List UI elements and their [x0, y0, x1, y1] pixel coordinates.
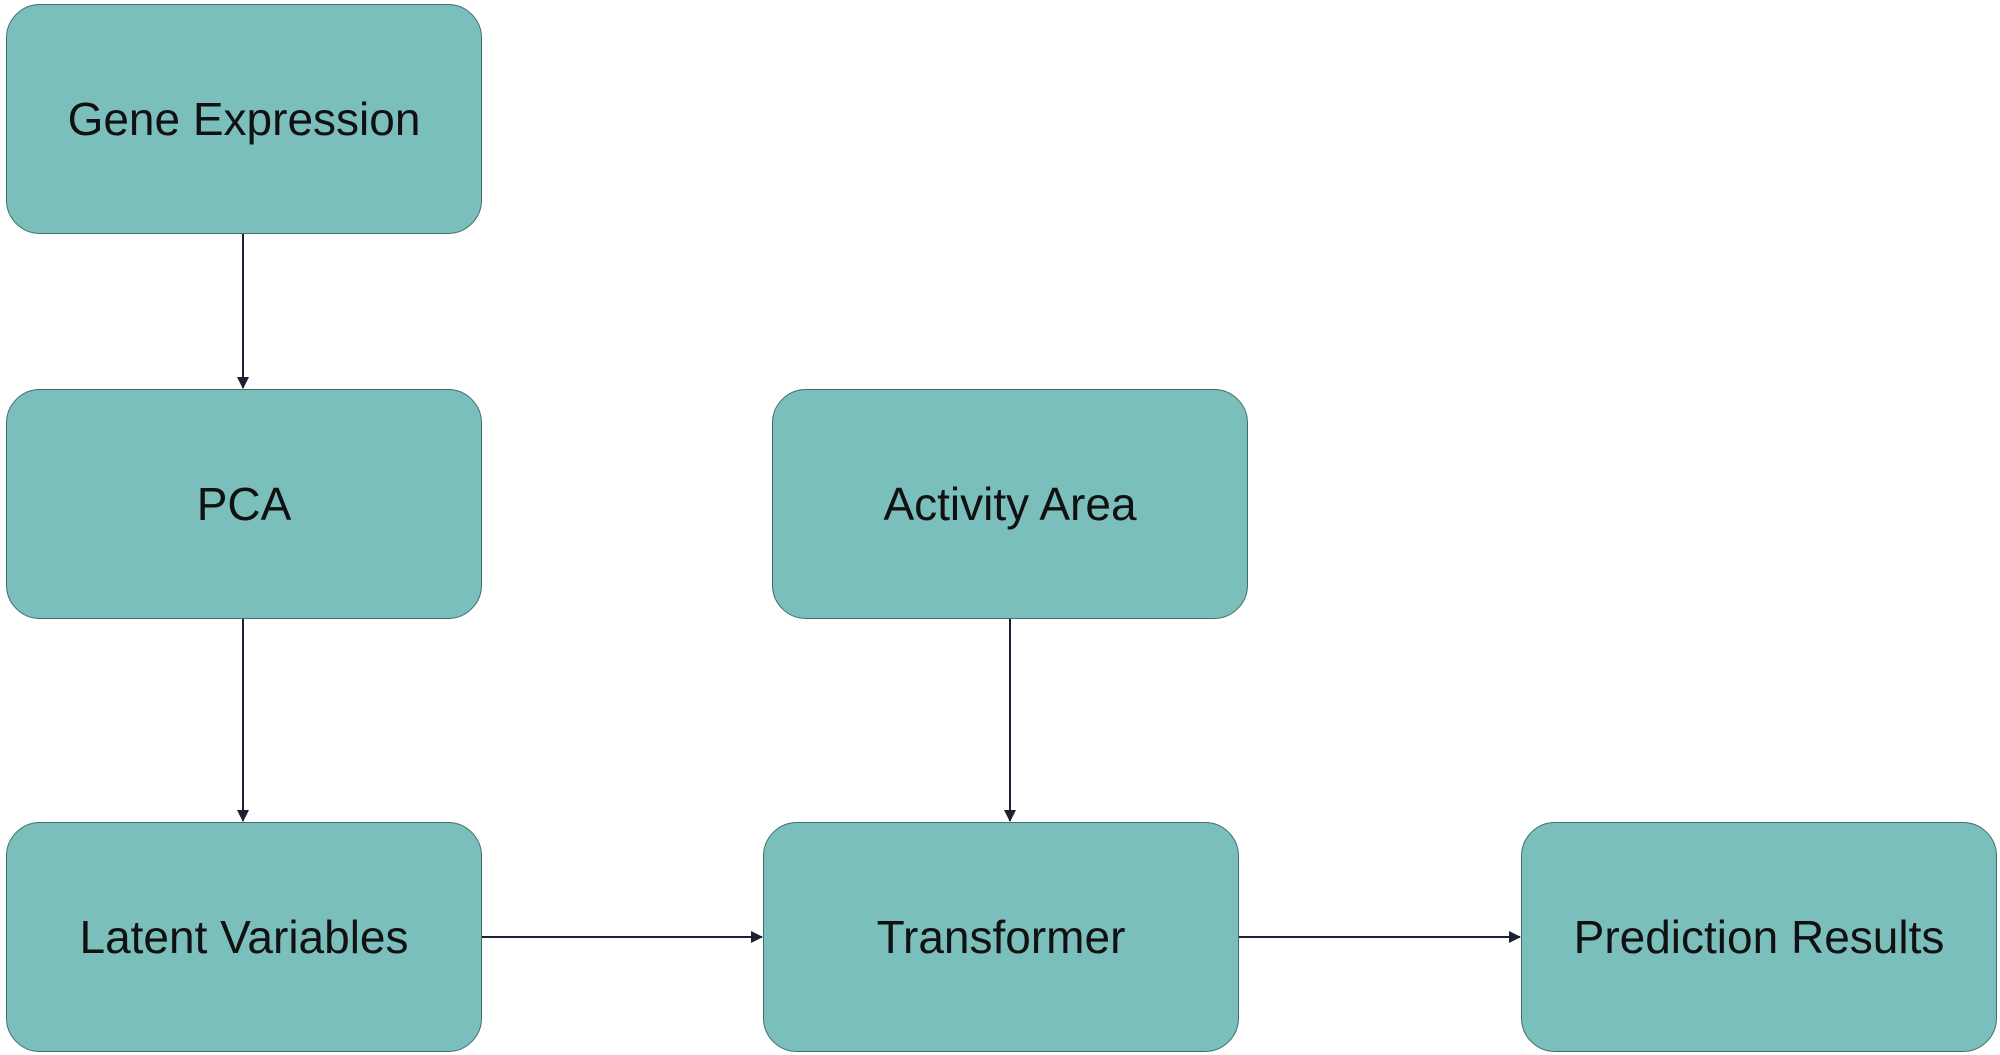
node-label-activity-area: Activity Area	[883, 478, 1137, 530]
node-label-latent-variables: Latent Variables	[79, 911, 409, 963]
node-transformer: Transformer	[763, 822, 1239, 1052]
node-label-prediction-results: Prediction Results	[1573, 911, 1945, 963]
node-latent-variables: Latent Variables	[6, 822, 482, 1052]
node-label-transformer: Transformer	[876, 911, 1126, 963]
node-label-pca: PCA	[196, 478, 292, 530]
node-gene-expression: Gene Expression	[6, 4, 482, 234]
node-pca: PCA	[6, 389, 482, 619]
node-prediction-results: Prediction Results	[1521, 822, 1997, 1052]
node-activity-area: Activity Area	[772, 389, 1248, 619]
node-label-gene-expression: Gene Expression	[67, 93, 421, 145]
